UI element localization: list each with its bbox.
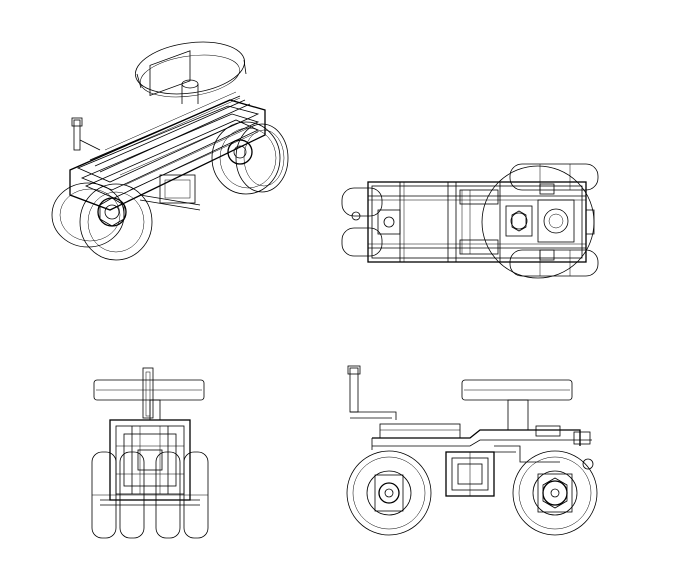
isometric-wheel-rear (211, 121, 289, 195)
side-view (346, 365, 598, 536)
top-view (341, 163, 599, 279)
front-view (91, 367, 209, 539)
isometric-view (51, 41, 289, 261)
isometric-wheel-front (51, 182, 153, 261)
side-wheel-rear (512, 450, 598, 536)
side-wheel-front (346, 450, 432, 536)
